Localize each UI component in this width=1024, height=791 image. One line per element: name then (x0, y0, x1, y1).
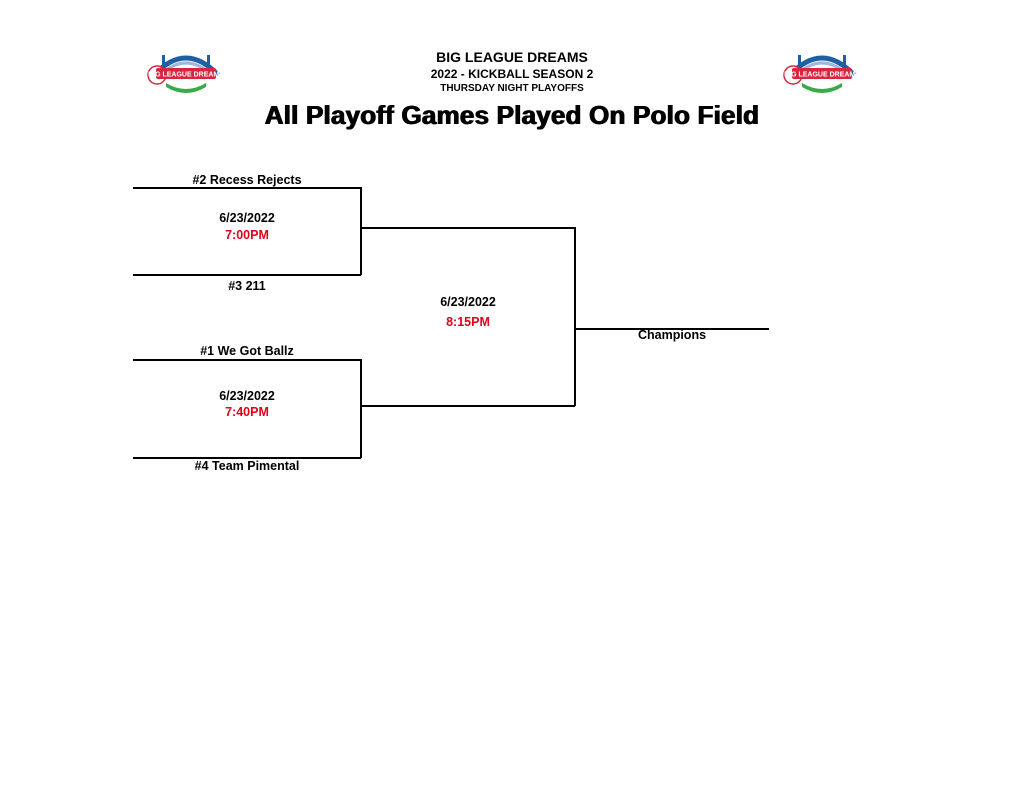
game2-team-top: #1 We Got Ballz (200, 344, 294, 358)
big-league-dreams-logo-left: BIG LEAGUE DREAMS (147, 55, 224, 93)
bracket-line-game2-vertical (360, 359, 362, 458)
final-time: 8:15PM (446, 315, 490, 329)
game1-team-top: #2 Recess Rejects (192, 173, 302, 187)
game1-time: 7:00PM (225, 228, 269, 242)
bracket-line-champion (575, 328, 769, 330)
bracket-line-game1-advance (361, 227, 575, 229)
game1-team-bottom: #3 211 (228, 279, 266, 293)
org-name: BIG LEAGUE DREAMS (436, 49, 588, 65)
svg-text:BIG LEAGUE DREAMS: BIG LEAGUE DREAMS (784, 72, 860, 79)
bracket-line-game1-vertical (360, 187, 362, 275)
game1-date: 6/23/2022 (219, 211, 275, 225)
bracket-line-game2-top (133, 359, 361, 361)
game2-date: 6/23/2022 (219, 389, 275, 403)
game2-team-bottom: #4 Team Pimental (194, 459, 300, 473)
bracket-line-game1-top (133, 187, 361, 189)
svg-text:BIG LEAGUE DREAMS: BIG LEAGUE DREAMS (148, 72, 224, 79)
big-league-dreams-logo-right: BIG LEAGUE DREAMS (783, 55, 860, 93)
final-date: 6/23/2022 (440, 295, 496, 309)
bracket-line-game2-advance (361, 405, 575, 407)
bracket-line-game2-bottom (133, 457, 361, 459)
champions-label: Champions (637, 328, 707, 342)
bracket-line-game1-bottom (133, 274, 361, 276)
playoff-night: THURSDAY NIGHT PLAYOFFS (440, 83, 584, 94)
page-title: All Playoff Games Played On Polo Field (264, 100, 760, 130)
bracket-line-final-vertical (574, 227, 576, 406)
game2-time: 7:40PM (225, 405, 269, 419)
season-name: 2022 - KICKBALL SEASON 2 (430, 67, 594, 81)
